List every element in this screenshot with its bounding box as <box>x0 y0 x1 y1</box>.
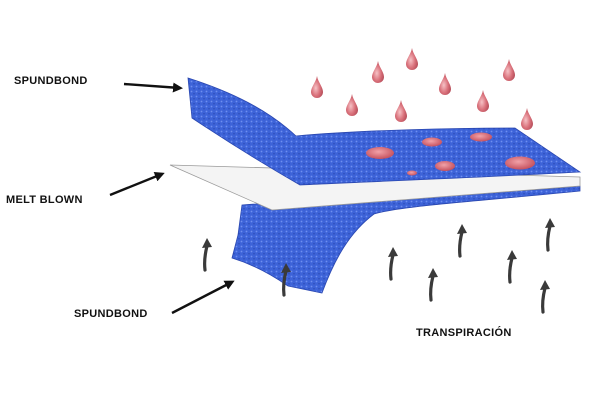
water-droplet-icon <box>311 76 323 98</box>
arrow-pointer-icon <box>109 171 165 197</box>
vapor-arrow-icon <box>202 238 212 272</box>
vapor-arrow-icon <box>428 268 438 302</box>
vapor-arrows <box>202 218 555 314</box>
absorbed-spots <box>366 132 535 176</box>
water-droplet-icon <box>406 48 418 70</box>
transpiration-label: TRANSPIRACIÓN <box>416 327 512 339</box>
water-droplet-icon <box>439 73 451 95</box>
water-droplet-icon <box>521 108 533 130</box>
water-droplet-icon <box>372 61 384 83</box>
water-droplet-icon <box>395 100 407 122</box>
arrow-pointer-icon <box>123 82 183 93</box>
meltblown-label: MELT BLOWN <box>6 194 83 206</box>
droplets <box>311 48 533 130</box>
vapor-arrow-icon <box>388 247 398 281</box>
vapor-arrow-icon <box>281 263 291 297</box>
bottom-spunbond-label: SPUNDBOND <box>74 308 148 320</box>
water-droplet-icon <box>346 94 358 116</box>
vapor-arrow-icon <box>545 218 555 252</box>
water-droplet-icon <box>477 90 489 112</box>
water-droplet-icon <box>503 59 515 81</box>
vapor-arrow-icon <box>540 280 550 314</box>
top-spunbond-label: SPUNDBOND <box>14 75 88 87</box>
vapor-arrow-icon <box>507 250 517 284</box>
arrow-pointer-icon <box>171 280 235 315</box>
top-spunbond-layer <box>187 77 582 186</box>
vapor-arrow-icon <box>457 224 467 258</box>
